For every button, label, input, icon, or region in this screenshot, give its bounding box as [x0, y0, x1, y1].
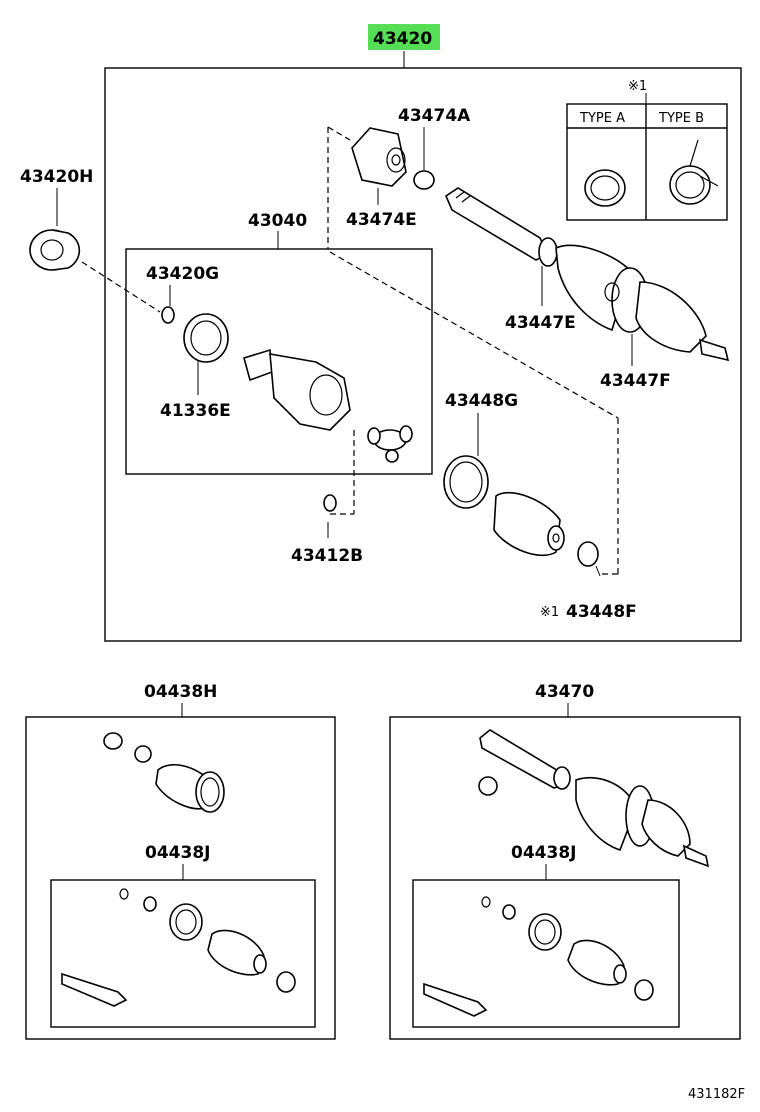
kit-04438H-parts — [103, 732, 225, 813]
kit-frame-43470 — [389, 716, 741, 1040]
part-label-04438J-right[interactable]: 04438J — [511, 843, 576, 863]
tripod-joint — [367, 425, 413, 463]
type-a-label: TYPE A — [579, 111, 625, 126]
seal-43420H — [29, 229, 81, 271]
part-label-43474A[interactable]: 43474A — [398, 106, 471, 126]
kit-frame-04438H — [25, 716, 336, 1040]
part-label-43412B[interactable]: 43412B — [291, 546, 363, 566]
main-part-highlight — [368, 24, 440, 50]
outer-race-joint — [243, 348, 351, 431]
note-mark-top: ※1 — [628, 79, 647, 94]
part-label-43420H[interactable]: 43420H — [20, 167, 93, 187]
figure-code: 431182F — [688, 1087, 745, 1102]
part-label-43447E[interactable]: 43447E — [505, 313, 576, 333]
part-label-43420G[interactable]: 43420G — [146, 264, 219, 284]
main-part-number[interactable]: 43420 — [373, 29, 432, 49]
clamp-43474A — [413, 170, 435, 190]
part-label-43447F[interactable]: 43447F — [600, 371, 671, 391]
assembly-frame — [104, 67, 742, 642]
snap-ring-43412B — [323, 494, 337, 512]
damper-43474E — [351, 127, 407, 187]
type-table: TYPE A TYPE B — [566, 103, 728, 221]
kit-frame-04438J-right — [412, 879, 680, 1028]
part-label-43448F[interactable]: 43448F — [566, 602, 637, 622]
clamp-43448F — [577, 541, 599, 567]
part-label-43474E[interactable]: 43474E — [346, 210, 417, 230]
kit-frame-04438J-left — [50, 879, 316, 1028]
part-label-41336E[interactable]: 41336E — [160, 401, 231, 421]
drive-shaft-outboard — [445, 187, 730, 362]
ring-41336E — [183, 313, 229, 363]
part-label-43448G[interactable]: 43448G — [445, 391, 518, 411]
clamp-43448G — [443, 455, 489, 509]
snap-ring-43420G — [161, 306, 175, 324]
part-label-04438H[interactable]: 04438H — [144, 682, 217, 702]
kit-frame-43040 — [125, 248, 433, 475]
part-label-43470[interactable]: 43470 — [535, 682, 594, 702]
note-mark-bottom: ※1 — [540, 605, 559, 620]
type-b-label: TYPE B — [658, 111, 704, 126]
kit-04438J-left-parts — [61, 888, 296, 1007]
part-label-04438J-left[interactable]: 04438J — [145, 843, 210, 863]
kit-43470-parts — [478, 729, 710, 868]
boot-inboard — [493, 491, 565, 557]
part-label-43040[interactable]: 43040 — [248, 211, 307, 231]
kit-04438J-right-parts — [423, 896, 654, 1017]
